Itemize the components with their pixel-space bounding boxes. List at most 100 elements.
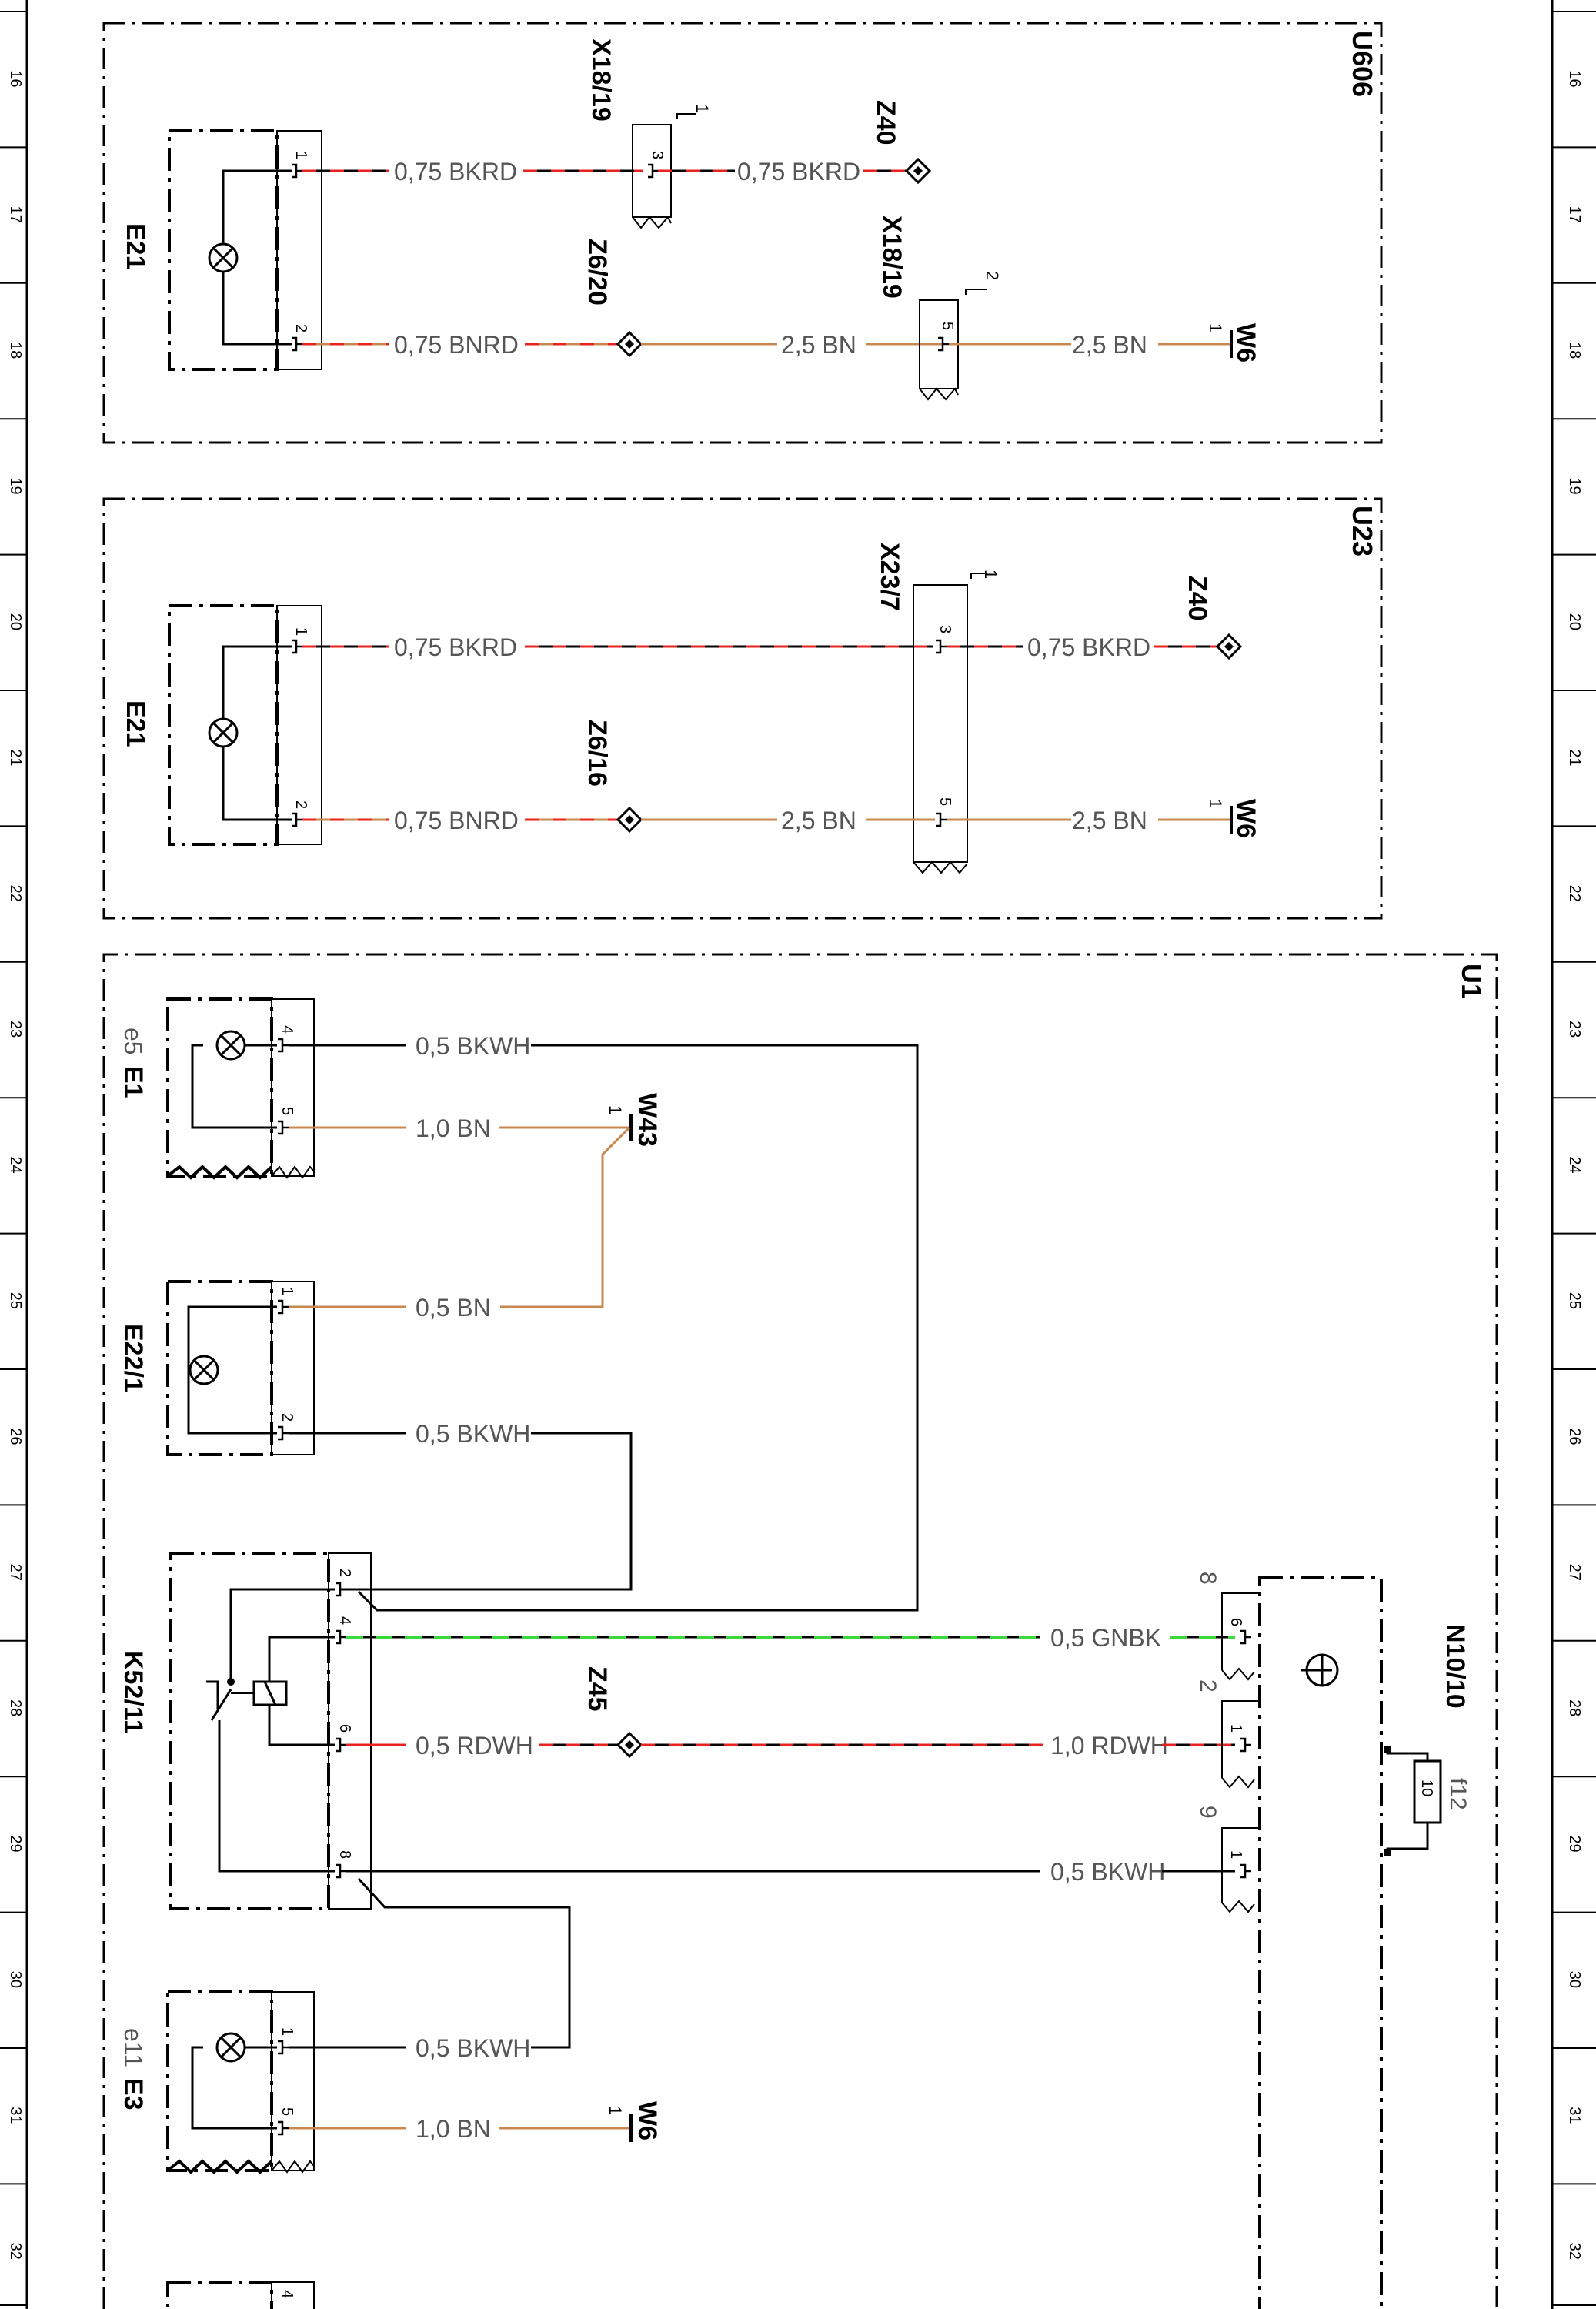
pin-number: 6	[336, 1724, 353, 1733]
ground-pin: 1	[606, 2106, 625, 2115]
ruler-number: 32	[7, 2243, 24, 2260]
splice-label: Z40	[1183, 576, 1212, 621]
wire-label: 0,5 RDWH	[416, 1732, 533, 1759]
wire-label: 0,75 BNRD	[394, 331, 519, 359]
pin-icon	[334, 1737, 348, 1753]
pin-icon	[276, 2120, 290, 2136]
module-u23-frame	[102, 497, 1383, 920]
ruler-number: 23	[1566, 1021, 1583, 1038]
splice-icon	[616, 1732, 643, 1758]
connector-tag: 2	[983, 271, 1002, 280]
pin-icon	[1239, 1863, 1253, 1879]
n10-10-housing	[1258, 1576, 1383, 2309]
pin-icon	[334, 1863, 348, 1879]
wire-label: 0,75 BKRD	[394, 633, 517, 661]
ruler-number: 22	[1566, 885, 1583, 902]
e1-pinblock	[271, 998, 315, 1177]
ruler-number: 31	[1566, 2107, 1583, 2124]
pin-icon	[934, 812, 948, 827]
ruler-number: 25	[7, 1292, 24, 1309]
pin-icon	[646, 163, 660, 179]
next-component-pinblock	[271, 2281, 315, 2309]
component-label: E1	[119, 1066, 148, 1098]
pin-number: 4	[279, 1025, 295, 1034]
ruler-number: 30	[1566, 1971, 1583, 1988]
component-label: E21	[121, 700, 150, 747]
pin-number: 5	[937, 797, 953, 806]
pin-number: 1	[1227, 1850, 1244, 1859]
section-u23: E21 1 2 0,75 BKRD 3 5 X23/7 1 0,75 BKRD …	[121, 543, 1260, 874]
relay-switch-icon	[210, 1689, 232, 1721]
pin-number: 5	[939, 322, 956, 330]
k52-11-housing	[169, 1552, 330, 1910]
pin-number: 5	[279, 2107, 295, 2116]
pin-number: 4	[279, 2290, 295, 2298]
ruler-number: 17	[1566, 206, 1583, 223]
lamp-icon	[215, 1030, 246, 1061]
next-component-housing	[166, 2281, 273, 2309]
pin-number: 1	[279, 1287, 295, 1295]
lamp-icon	[208, 242, 239, 273]
fuse-icon	[1413, 1759, 1442, 1824]
left-ruler	[0, 0, 28, 2309]
wire-label: 0,75 BKRD	[737, 158, 860, 185]
component-label: E21	[121, 223, 150, 270]
ruler-number: 19	[7, 477, 24, 494]
e3-pinblock	[271, 1991, 315, 2171]
ground-pin: 1	[1206, 323, 1225, 332]
splice-icon	[905, 158, 931, 184]
ground-label: W6	[633, 2101, 662, 2140]
connector-label: X18/19	[877, 216, 907, 299]
lamp-icon	[208, 717, 239, 748]
pin-number: 2	[292, 324, 309, 332]
splice-label: Z6/16	[583, 720, 612, 787]
wire-label: 0,75 BKRD	[394, 158, 517, 185]
e22-1-housing	[166, 1280, 273, 1456]
ruler-number: 20	[7, 613, 24, 630]
component-sublabel: e11	[119, 2028, 147, 2067]
ground-label: W43	[633, 1093, 662, 1147]
pin-icon	[276, 1425, 290, 1441]
component-label: E3	[119, 2078, 148, 2110]
splice-icon	[616, 807, 643, 833]
section-u1: 4 5 e5 E1 0,5 BKWH 1,0 BN 1 W43 1 2 E22/…	[119, 997, 1471, 2309]
pin-number: 1	[1227, 1724, 1244, 1733]
ruler-number: 31	[7, 2107, 24, 2124]
wire-label: 0,5 BKWH	[416, 1420, 530, 1448]
wire-label: 0,5 GNBK	[1050, 1624, 1161, 1652]
ruler-number: 22	[7, 885, 24, 902]
wire-label: 0,5 BKWH	[1050, 1858, 1165, 1886]
module-label: U1	[1456, 964, 1487, 999]
pin-icon	[290, 163, 304, 179]
wire-label: 1,0 BN	[416, 2115, 491, 2143]
wire-label: 0,5 BKWH	[416, 1032, 530, 1060]
pin-icon	[1239, 1737, 1253, 1753]
module-u1-frame	[102, 953, 1498, 2309]
pin-icon	[290, 639, 304, 654]
wire-label: 0,75 BKRD	[1027, 633, 1150, 661]
wire-label: 2,5 BN	[781, 807, 856, 834]
ruler-number: 21	[1566, 749, 1583, 766]
wire-label: 0,5 BKWH	[416, 2034, 530, 2062]
pin-number: 2	[279, 1413, 295, 1422]
n10-10-icon	[1301, 1653, 1339, 1687]
k52-11-pinblock	[328, 1552, 372, 1910]
connector-label: X18/19	[586, 38, 616, 122]
ruler-number: 20	[1566, 613, 1583, 630]
connector-tag: 1	[981, 570, 1000, 579]
module-label: U23	[1347, 506, 1378, 556]
pin-number: 2	[336, 1569, 353, 1577]
fuse-value: 10	[1418, 1779, 1435, 1796]
ground-pin: 1	[1206, 799, 1225, 808]
wire-label: 0,75 BNRD	[394, 807, 519, 834]
ground-pin: 1	[606, 1105, 625, 1114]
e1-housing	[166, 997, 273, 1178]
e22-1-pinblock	[271, 1281, 315, 1455]
connector-pin-tag: 9	[1195, 1806, 1220, 1819]
pin-number: 6	[1227, 1618, 1244, 1626]
fuse-label: f12	[1445, 1778, 1471, 1810]
ruler-number: 17	[7, 206, 24, 223]
connector-pin-tag: 8	[1195, 1572, 1220, 1585]
